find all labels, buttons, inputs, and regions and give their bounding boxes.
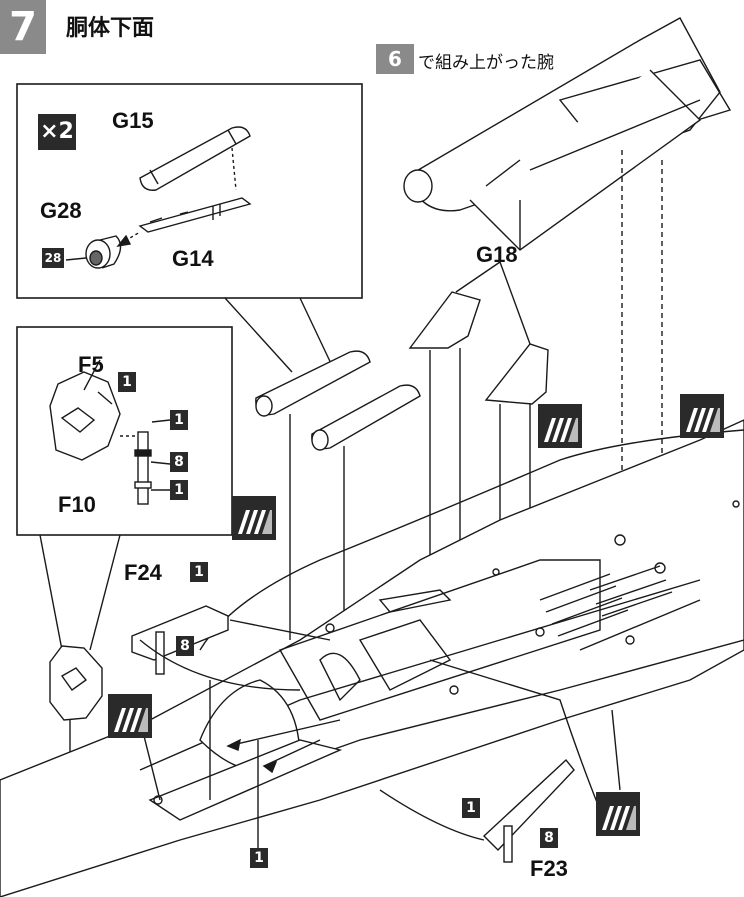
f-parts-detail-box (16, 326, 233, 536)
color-number-28: 28 (42, 248, 64, 268)
part-label-f10: F10 (58, 492, 96, 517)
quantity-badge: ×2 (38, 114, 76, 150)
paint-stripe-icon (232, 496, 276, 540)
paint-stripe-icon (108, 694, 152, 738)
part-label-g14: G14 (172, 246, 214, 271)
reference-step-badge: 6 (376, 44, 414, 74)
part-label-f5: F5 (78, 352, 104, 377)
color-number-1: 1 (462, 798, 480, 818)
color-number-8: 8 (540, 828, 558, 848)
paint-stripe-icon (680, 394, 724, 438)
part-label-f24: F24 (124, 560, 162, 585)
part-label-g15: G15 (112, 108, 154, 133)
color-number-1: 1 (250, 848, 268, 868)
step-title: 胴体下面 (66, 16, 155, 41)
color-number-1: 1 (118, 372, 136, 392)
color-number-8: 8 (176, 636, 194, 656)
part-label-g18: G18 (476, 242, 518, 267)
part-label-g28: G28 (40, 198, 82, 223)
step-number-badge: 7 (0, 0, 46, 54)
part-label-f23: F23 (530, 856, 568, 881)
paint-stripe-icon (596, 792, 640, 836)
color-number-8: 8 (170, 452, 188, 472)
reference-caption: で組み上がった腕 (418, 53, 554, 73)
color-number-1: 1 (170, 480, 188, 500)
paint-stripe-icon (538, 404, 582, 448)
color-number-1: 1 (190, 562, 208, 582)
color-number-1: 1 (170, 410, 188, 430)
g-parts-detail-box (16, 83, 363, 299)
